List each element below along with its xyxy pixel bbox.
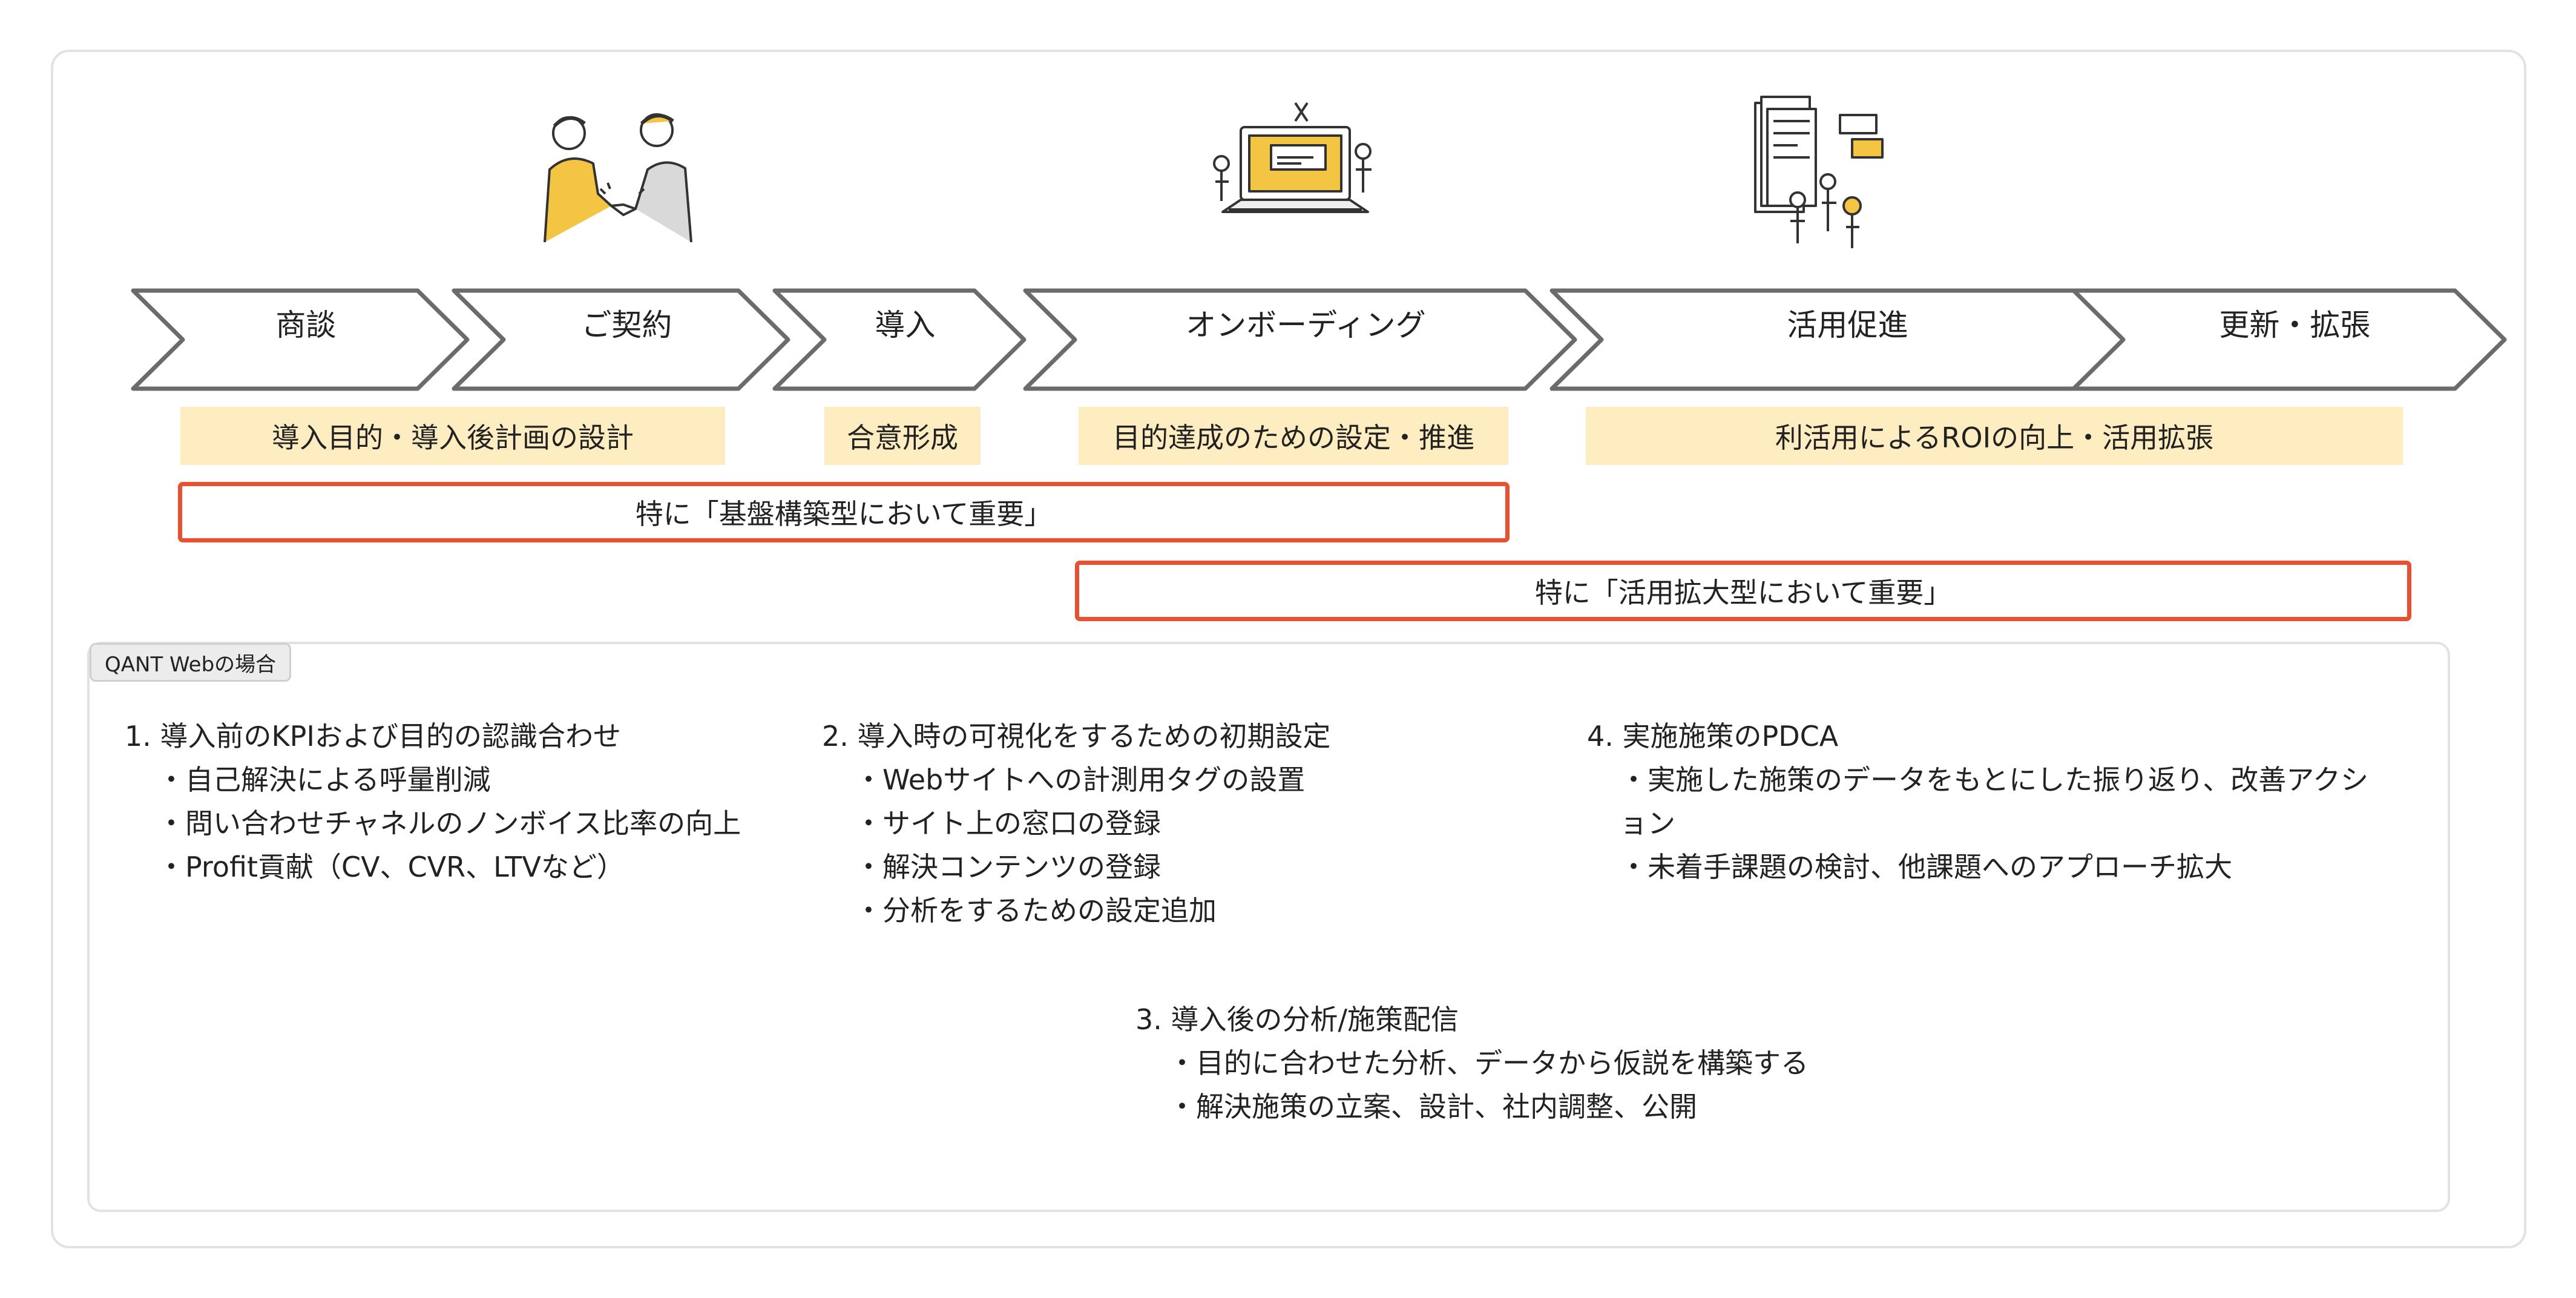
list-item: ・Profit貢献（CV、CVR、LTVなど） bbox=[157, 851, 625, 883]
goal-box-roi: 利活用によるROIの向上・活用拡張 bbox=[1586, 407, 2403, 465]
emphasis-label: 特に「基盤構築型において重要」 bbox=[635, 498, 1053, 530]
list-item: ・実施した施策のデータをもとにした振り返り、改善アクション bbox=[1620, 763, 2368, 840]
stage-arrow bbox=[772, 288, 1027, 391]
stage-label: 導入 bbox=[875, 308, 936, 343]
detail-block-4: 4. 実施施策のPDCA ・実施した施策のデータをもとにした振り返り、改善アクシ… bbox=[1587, 714, 2374, 889]
emphasis-expansion-type: 特に「活用拡大型において重要」 bbox=[1075, 561, 2411, 621]
block-title: 1. 導入前のKPIおよび目的の認識合わせ bbox=[125, 720, 621, 753]
list-item: ・未着手課題の検討、他課題へのアプローチ拡大 bbox=[1620, 851, 2232, 883]
list-item: ・解決施策の立案、設計、社内調整、公開 bbox=[1168, 1090, 1697, 1123]
list-item: ・解決コンテンツの登録 bbox=[855, 851, 1161, 883]
goal-label: 利活用によるROIの向上・活用拡張 bbox=[1775, 421, 2214, 454]
stage-arrow bbox=[452, 288, 790, 391]
list-item: ・問い合わせチャネルのノンボイス比率の向上 bbox=[157, 807, 741, 840]
stage-arrow bbox=[2071, 288, 2507, 391]
list-item: ・目的に合わせた分析、データから仮説を構築する bbox=[1168, 1047, 1809, 1079]
detail-tag: QANT Webの場合 bbox=[90, 643, 292, 682]
goal-label: 合意形成 bbox=[847, 421, 958, 454]
list-item: ・サイト上の窓口の登録 bbox=[855, 807, 1161, 840]
stage-arrow bbox=[131, 288, 470, 391]
laptop-setup-illustration-icon bbox=[1213, 102, 1372, 213]
goal-box-consensus: 合意形成 bbox=[824, 407, 981, 465]
list-item: ・Webサイトへの計測用タグの設置 bbox=[855, 763, 1306, 796]
stage-arrow bbox=[1023, 288, 1577, 391]
detail-block-2: 2. 導入時の可視化をするための初期設定 ・Webサイトへの計測用タグの設置 ・… bbox=[822, 714, 1548, 932]
emphasis-label: 特に「活用拡大型において重要」 bbox=[1534, 576, 1952, 609]
stage-label: 更新・拡張 bbox=[2219, 308, 2371, 343]
detail-block-3: 3. 導入後の分析/施策配信 ・目的に合わせた分析、データから仮説を構築する ・… bbox=[1135, 998, 1922, 1128]
stage-label: 商談 bbox=[275, 308, 337, 343]
block-title: 3. 導入後の分析/施策配信 bbox=[1135, 1003, 1459, 1036]
detail-panel bbox=[87, 642, 2450, 1212]
emphasis-foundation-type: 特に「基盤構築型において重要」 bbox=[178, 482, 1510, 542]
goal-label: 目的達成のための設定・推進 bbox=[1112, 421, 1474, 454]
list-item: ・自己解決による呼量削減 bbox=[157, 763, 491, 796]
block-title: 4. 実施施策のPDCA bbox=[1587, 720, 1839, 753]
goal-label: 導入目的・導入後計画の設計 bbox=[272, 421, 634, 454]
block-title: 2. 導入時の可視化をするための初期設定 bbox=[822, 720, 1331, 753]
documents-team-illustration-icon bbox=[1754, 96, 1884, 248]
detail-block-1: 1. 導入前のKPIおよび目的の認識合わせ ・自己解決による呼量削減 ・問い合わ… bbox=[125, 714, 821, 889]
stage-label: 活用促進 bbox=[1787, 308, 1908, 343]
diagram-card bbox=[51, 50, 2526, 1248]
handshake-illustration-icon bbox=[544, 113, 692, 243]
goal-box-setup: 目的達成のための設定・推進 bbox=[1079, 407, 1508, 465]
list-item: ・分析をするための設定追加 bbox=[855, 894, 1217, 927]
goal-box-design: 導入目的・導入後計画の設計 bbox=[180, 407, 725, 465]
stage-label: ご契約 bbox=[581, 308, 672, 343]
stage-arrows bbox=[131, 288, 2507, 391]
stage-label: オンボーディング bbox=[1186, 308, 1426, 343]
